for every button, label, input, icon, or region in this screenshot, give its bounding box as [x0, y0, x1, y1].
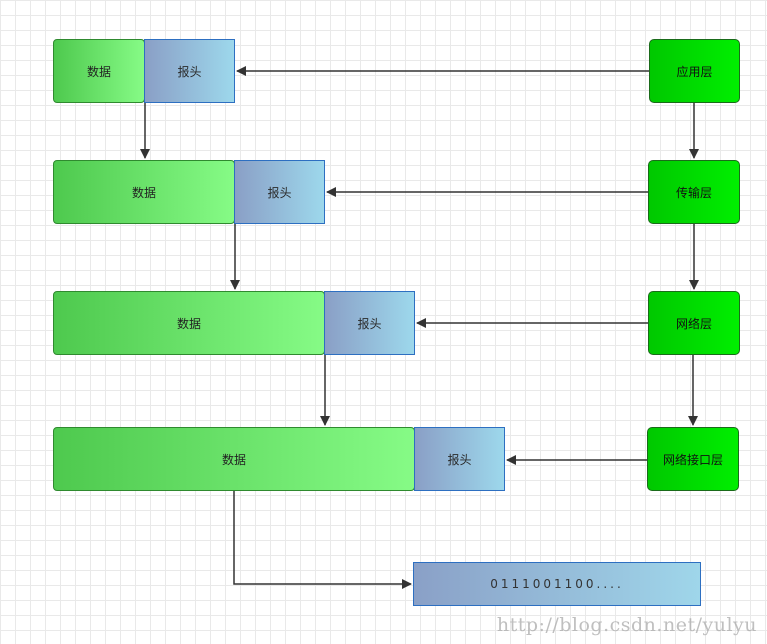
- watermark: http://blog.csdn.net/yulyu: [496, 614, 757, 636]
- layer-label: 网络层: [675, 316, 712, 331]
- header-box-row-4: 报头: [414, 427, 505, 491]
- data-box-row-3: 数据: [53, 291, 325, 355]
- header-label: 报头: [177, 64, 202, 79]
- layer-transport: 传输层: [648, 160, 740, 224]
- data-label: 数据: [86, 64, 111, 79]
- layer-label: 网络接口层: [662, 452, 723, 467]
- layer-application: 应用层: [649, 39, 740, 103]
- data-box-row-1: 数据: [53, 39, 145, 103]
- header-label: 报头: [267, 185, 292, 200]
- layer-label: 应用层: [676, 64, 713, 79]
- data-label: 数据: [131, 185, 156, 200]
- bitstream-label: 0111001100....: [490, 577, 624, 591]
- layer-network-interface: 网络接口层: [647, 427, 739, 491]
- data-label: 数据: [221, 452, 246, 467]
- header-label: 报头: [447, 452, 472, 467]
- header-box-row-2: 报头: [234, 160, 325, 224]
- header-label: 报头: [357, 316, 382, 331]
- header-box-row-3: 报头: [324, 291, 415, 355]
- bitstream-box: 0111001100....: [413, 562, 701, 606]
- arrow-row4-to-bitstream: [233, 491, 412, 589]
- layer-label: 传输层: [675, 185, 712, 200]
- data-box-row-2: 数据: [53, 160, 235, 224]
- layer-network: 网络层: [648, 291, 740, 355]
- data-label: 数据: [176, 316, 201, 331]
- data-box-row-4: 数据: [53, 427, 415, 491]
- header-box-row-1: 报头: [144, 39, 235, 103]
